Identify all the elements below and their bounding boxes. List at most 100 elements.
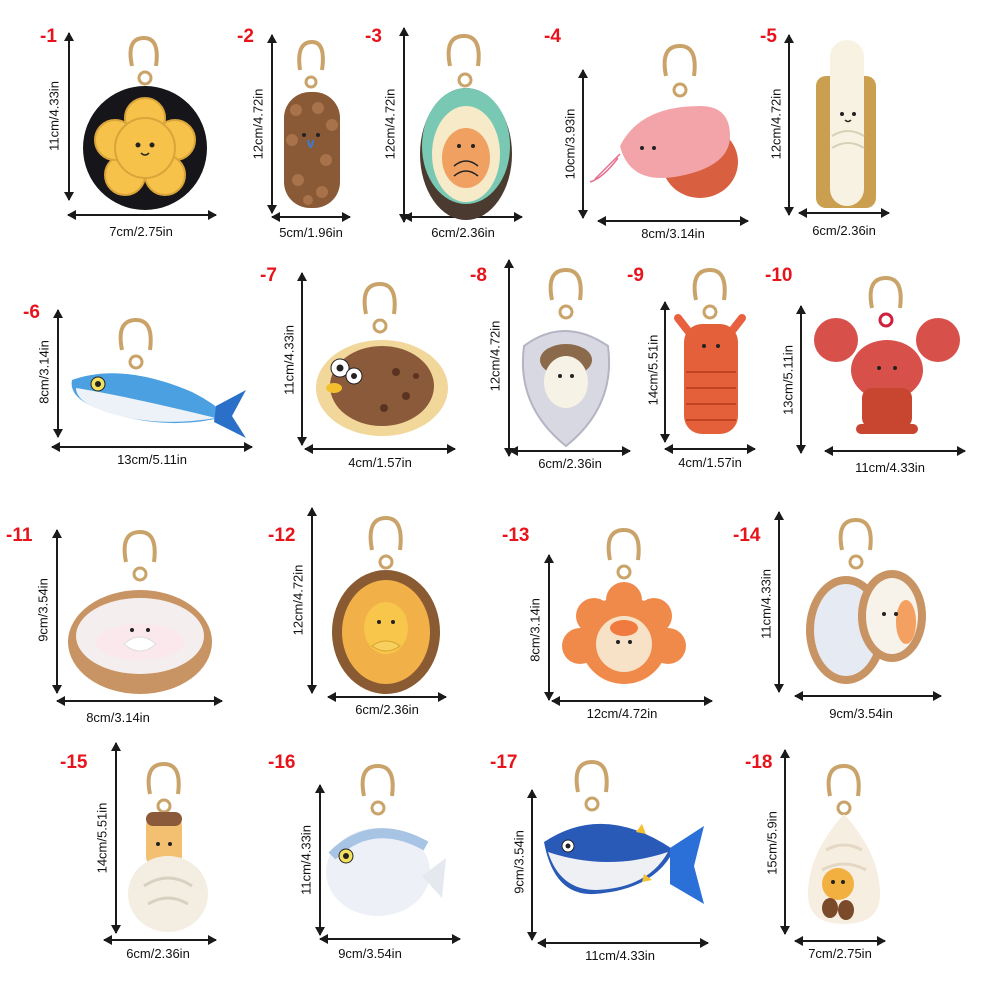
width-arrow	[664, 444, 756, 454]
product-image-shrimp	[589, 43, 738, 198]
width-label: 6cm/2.36in	[431, 225, 495, 240]
width-arrow	[56, 696, 223, 706]
height-arrow	[399, 27, 409, 223]
width-label: 6cm/2.36in	[812, 223, 876, 238]
width-label: 4cm/1.57in	[348, 455, 412, 470]
height-label: 12cm/4.72in	[250, 88, 266, 160]
height-label: 14cm/5.51in	[94, 802, 110, 874]
width-label: 11cm/4.33in	[585, 948, 655, 963]
height-label: 12cm/4.72in	[768, 88, 784, 160]
product-image-saury-fish	[71, 317, 246, 438]
height-arrow	[53, 309, 63, 438]
width-label: 7cm/2.75in	[109, 224, 173, 239]
width-arrow	[509, 446, 631, 456]
item-number: -16	[268, 752, 296, 773]
height-label: 11cm/4.33in	[758, 569, 774, 639]
product-image-razor-clam	[816, 40, 876, 208]
item-number: -9	[627, 265, 644, 286]
height-label: 11cm/4.33in	[46, 81, 62, 151]
width-arrow	[537, 938, 709, 948]
item-number: -15	[60, 752, 88, 773]
item-number: -3	[365, 26, 382, 47]
product-image-open-clam	[806, 517, 926, 684]
product-image-clam	[68, 529, 212, 694]
item-number: -11	[6, 525, 33, 546]
width-label: 9cm/3.54in	[829, 706, 893, 721]
height-arrow	[660, 301, 670, 443]
item-number: -6	[23, 302, 40, 323]
product-image-flounder	[316, 281, 448, 436]
product-image-pomfret	[326, 763, 446, 916]
item-number: -8	[470, 265, 487, 286]
height-arrow	[774, 511, 784, 693]
width-label: 5cm/1.96in	[279, 225, 343, 240]
item-number: -4	[544, 26, 561, 47]
height-label: 10cm/3.93in	[562, 108, 578, 180]
width-label: 4cm/1.57in	[678, 455, 742, 470]
width-label: 6cm/2.36in	[355, 702, 419, 717]
item-number: -5	[760, 26, 777, 47]
width-arrow	[319, 934, 461, 944]
width-arrow	[794, 691, 942, 701]
height-arrow	[544, 554, 554, 701]
product-image-hermit-snail	[808, 763, 880, 924]
item-number: -12	[268, 525, 296, 546]
height-label: 12cm/4.72in	[382, 88, 398, 160]
width-arrow	[794, 936, 886, 946]
width-arrow	[798, 208, 890, 218]
product-image-orange-scallop	[562, 527, 686, 684]
item-number: -10	[765, 265, 793, 286]
width-arrow	[304, 444, 456, 454]
height-arrow	[111, 742, 121, 934]
width-label: 8cm/3.14in	[641, 226, 705, 241]
width-label: 13cm/5.11in	[117, 452, 187, 467]
width-arrow	[103, 935, 217, 945]
width-arrow	[271, 212, 351, 222]
height-arrow	[307, 507, 317, 694]
height-label: 13cm/5.11in	[780, 345, 796, 415]
width-arrow	[67, 210, 217, 220]
height-arrow	[64, 32, 74, 201]
height-arrow	[297, 272, 307, 446]
height-arrow	[796, 305, 806, 454]
width-label: 7cm/2.75in	[808, 946, 872, 961]
item-number: -14	[733, 525, 761, 546]
height-arrow	[784, 34, 794, 216]
height-arrow	[578, 69, 588, 219]
width-arrow	[824, 446, 966, 456]
width-arrow	[551, 696, 713, 706]
width-arrow	[51, 442, 253, 452]
item-number: -2	[237, 26, 254, 47]
width-label: 8cm/3.14in	[86, 710, 150, 725]
height-label: 9cm/3.54in	[35, 578, 51, 642]
height-label: 11cm/4.33in	[298, 825, 314, 895]
height-arrow	[52, 529, 62, 694]
height-label: 8cm/3.14in	[527, 598, 543, 662]
width-label: 6cm/2.36in	[538, 456, 602, 471]
product-image-sea-cucumber	[284, 39, 340, 208]
width-label: 6cm/2.36in	[126, 946, 190, 961]
item-number: -18	[745, 752, 773, 773]
width-label: 9cm/3.54in	[338, 946, 402, 961]
width-arrow	[597, 216, 749, 226]
item-number: -13	[502, 525, 530, 546]
height-label: 12cm/4.72in	[290, 564, 306, 636]
height-label: 11cm/4.33in	[281, 325, 297, 395]
width-label: 12cm/4.72in	[586, 706, 658, 721]
width-arrow	[327, 692, 447, 702]
item-number: -1	[40, 26, 57, 47]
product-image-sea-snail	[128, 761, 208, 932]
height-label: 15cm/5.9in	[764, 811, 780, 875]
item-number: -7	[260, 265, 277, 286]
product-image-tuna	[544, 759, 704, 904]
product-image-oyster	[522, 267, 610, 448]
product-image-flower-pompom	[83, 35, 207, 210]
product-image-mantis-shrimp	[674, 267, 746, 434]
height-arrow	[315, 784, 325, 936]
height-arrow	[527, 789, 537, 941]
product-image-yellow-scallop	[332, 515, 440, 694]
product-image-lobster	[814, 275, 960, 434]
height-label: 8cm/3.14in	[36, 340, 52, 404]
width-label: 11cm/4.33in	[855, 460, 925, 475]
height-label: 12cm/4.72in	[487, 320, 503, 392]
